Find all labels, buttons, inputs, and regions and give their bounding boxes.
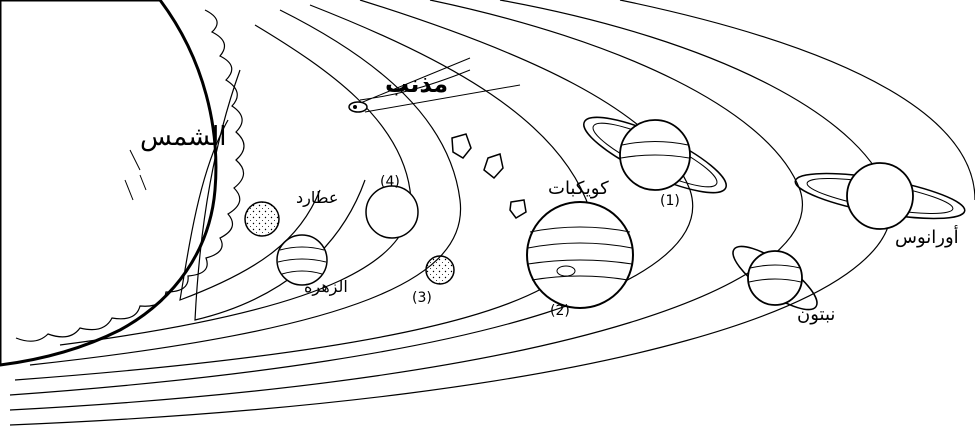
label-planet-1: (1) [660, 193, 680, 209]
label-sun: الشمس [140, 122, 227, 152]
sun [0, 0, 216, 365]
planet-3 [426, 256, 454, 284]
label-planet-4: (4) [380, 174, 400, 190]
label-neptune: نبتون [797, 304, 835, 325]
asteroids [452, 134, 526, 218]
label-planet-2: (2) [550, 303, 570, 319]
label-asteroids: كويكبات [548, 178, 609, 199]
label-comet: مذنب [385, 70, 448, 98]
label-planet-3: (3) [412, 290, 432, 306]
planet-2 [527, 202, 633, 308]
label-mercury: عطارد [296, 188, 338, 208]
planet-4 [366, 186, 418, 238]
planet-uranus [792, 163, 967, 229]
label-venus: الزهرة [304, 277, 348, 297]
label-uranus: أورانوس [895, 225, 959, 248]
planet-mercury [245, 202, 279, 236]
